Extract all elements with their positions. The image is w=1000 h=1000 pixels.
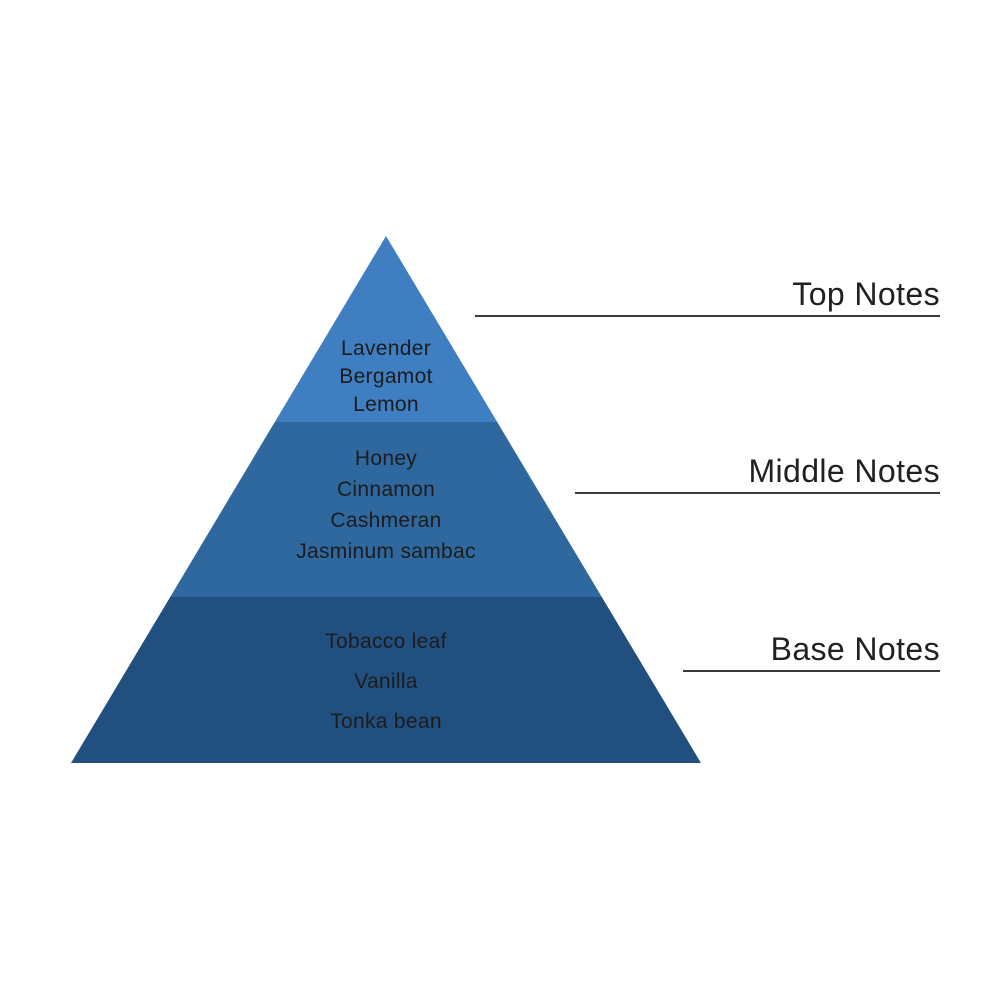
note-item: Tonka bean [330, 710, 442, 733]
note-item: Honey [354, 447, 418, 470]
middle-notes-label: Middle Notes [748, 453, 940, 489]
top-notes-label: Top Notes [792, 276, 940, 312]
tier-top-shape [274, 236, 498, 422]
base-notes-list: Tobacco leaf Vanilla Tonka bean [86, 622, 686, 742]
base-notes-underline [683, 670, 940, 672]
note-item: Tobacco leaf [325, 630, 447, 653]
note-item: Vanilla [354, 670, 418, 693]
top-notes-list: Lavender Bergamot Lemon [86, 335, 686, 419]
note-item: Lemon [353, 393, 419, 416]
note-item: Lavender [341, 337, 431, 360]
note-item: Bergamot [339, 365, 433, 388]
middle-notes-underline [575, 492, 940, 494]
tier-middle-shape [170, 422, 602, 597]
note-item: Cashmeran [330, 509, 442, 532]
base-notes-label: Base Notes [770, 631, 940, 667]
note-item: Cinnamon [336, 478, 436, 501]
tier-base-shape [71, 597, 701, 763]
top-notes-underline [475, 315, 940, 317]
middle-notes-list: Honey Cinnamon Cashmeran Jasminum sambac [86, 443, 686, 567]
note-item: Jasminum sambac [296, 540, 476, 563]
